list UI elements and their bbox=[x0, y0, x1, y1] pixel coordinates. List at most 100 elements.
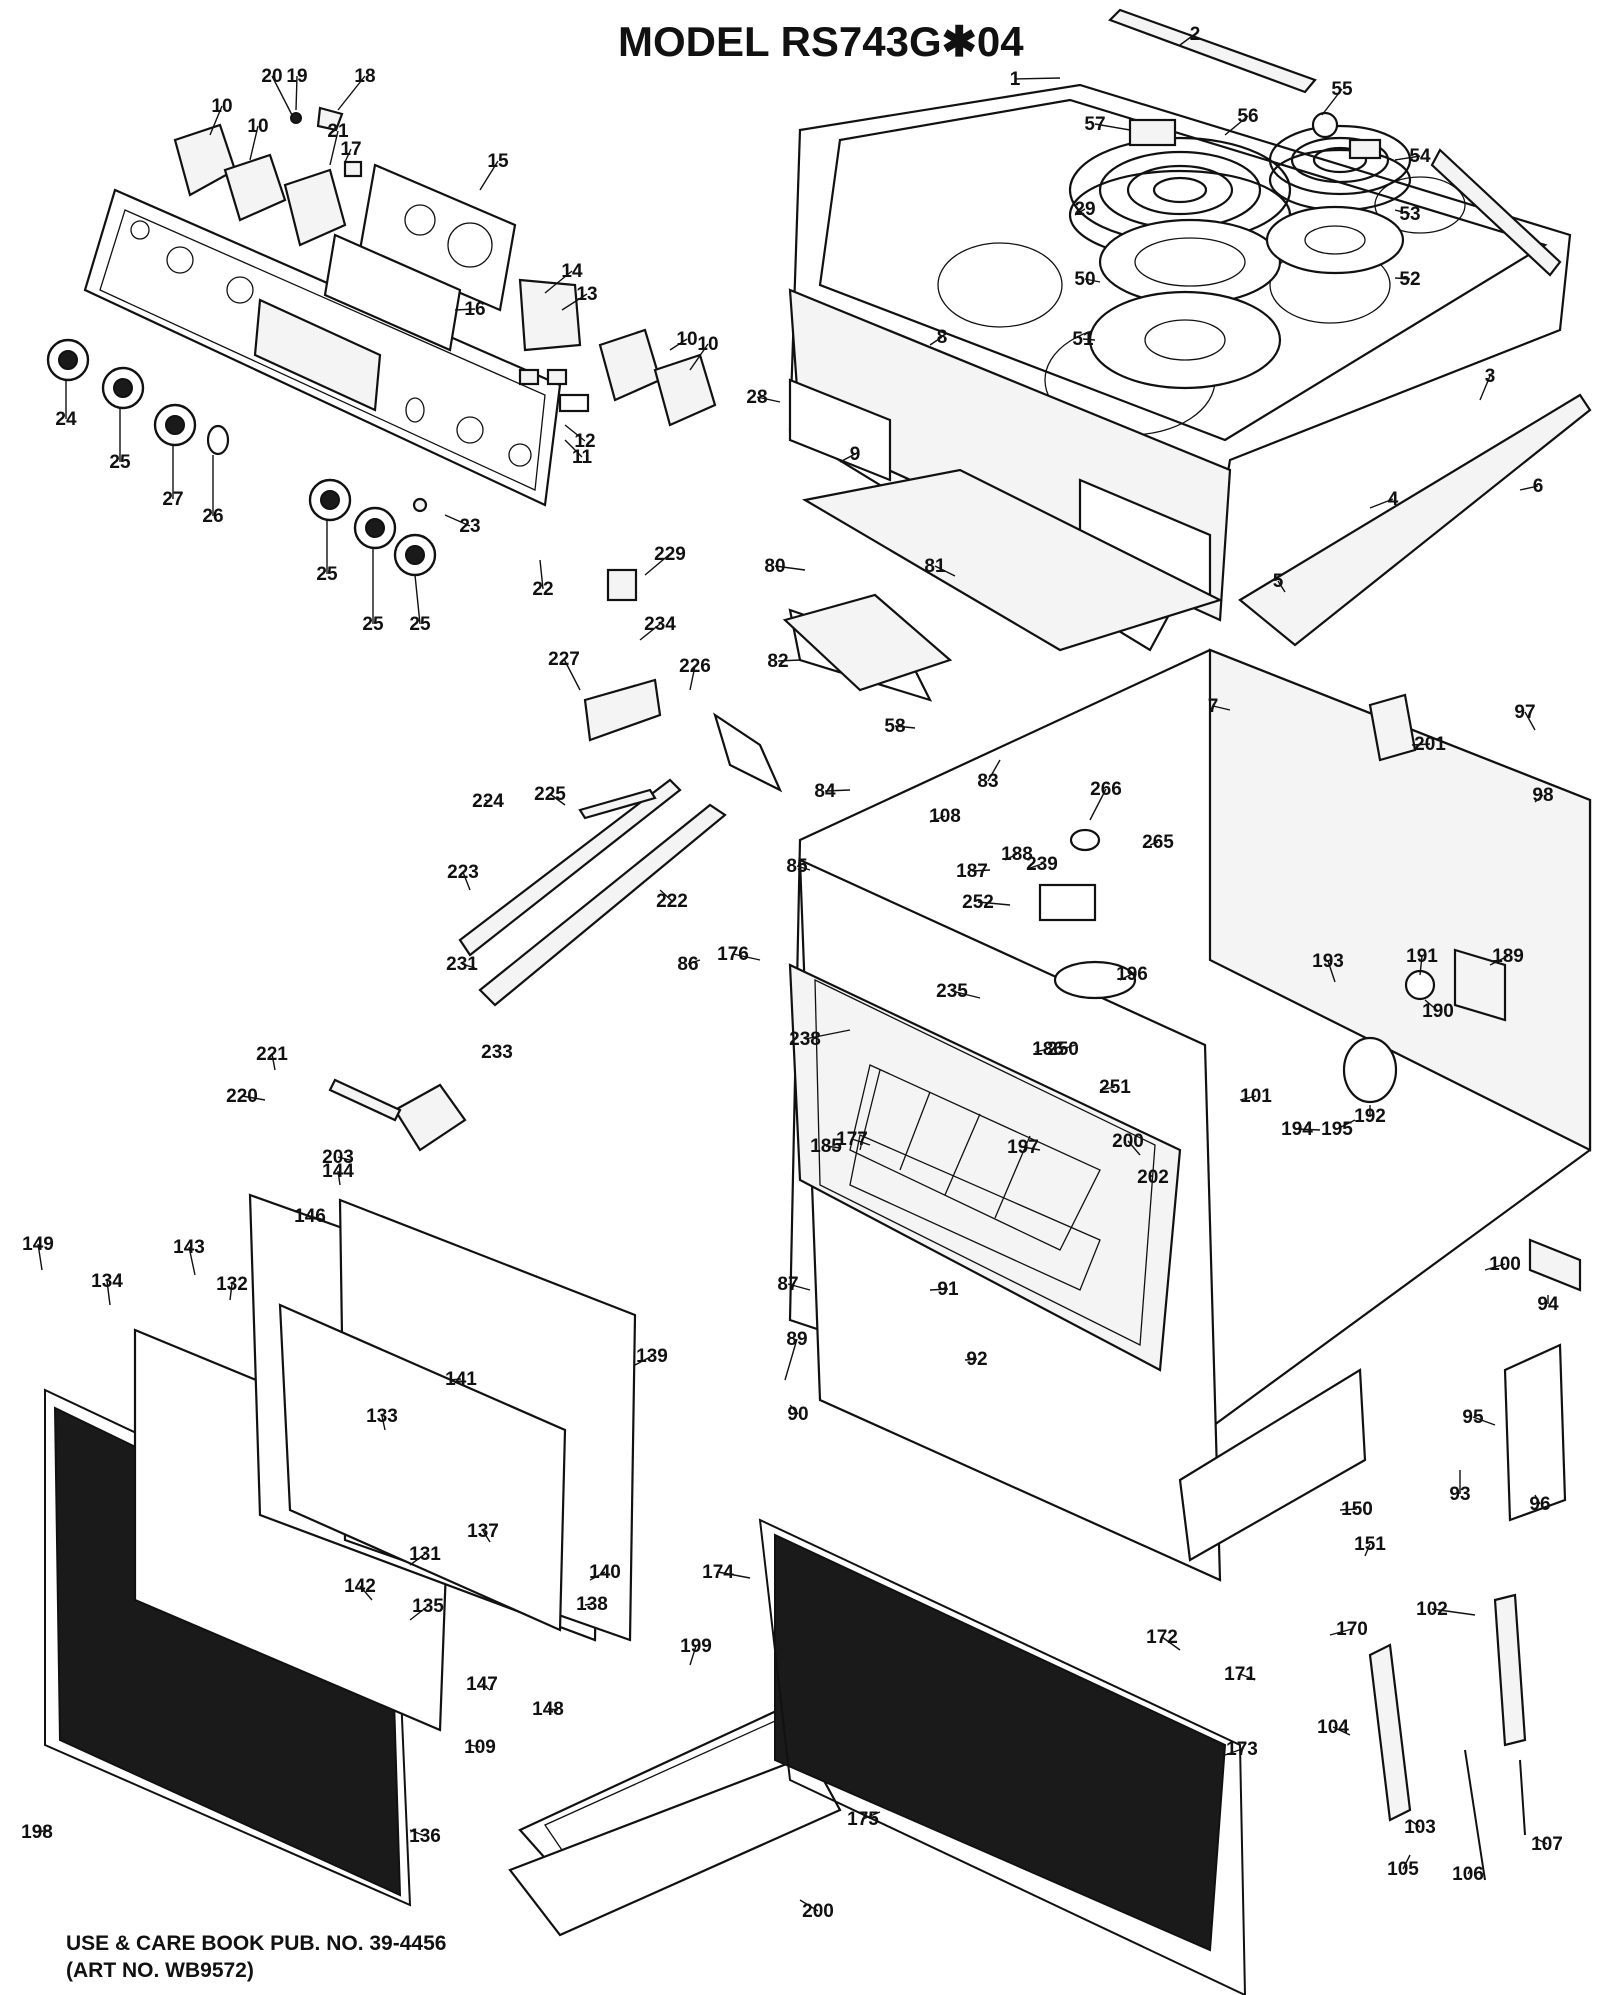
trim-strip-6 bbox=[1238, 393, 1592, 647]
callout-leader bbox=[1094, 123, 1131, 131]
callout-number: 175 bbox=[847, 1809, 879, 1830]
callout-number: 2 bbox=[1190, 24, 1201, 45]
oven-rack-broil-rack bbox=[849, 1064, 1101, 1291]
callout-number: 15 bbox=[487, 151, 509, 172]
callout-leader bbox=[1336, 1119, 1356, 1130]
callout-leader bbox=[756, 396, 781, 403]
callout-number: 93 bbox=[1449, 1484, 1470, 1505]
callout-leader bbox=[1411, 743, 1431, 746]
callout-number: 148 bbox=[532, 1699, 564, 1720]
callout-number: 189 bbox=[1492, 946, 1524, 967]
callout-leader bbox=[669, 338, 688, 351]
callout-leader bbox=[1332, 1726, 1351, 1736]
callout-leader bbox=[634, 1355, 653, 1366]
callout-number: 106 bbox=[1452, 1864, 1484, 1885]
callout-leader bbox=[564, 439, 583, 458]
callout-number: 139 bbox=[636, 1346, 668, 1367]
callout-leader bbox=[209, 105, 223, 136]
callout-number: 17 bbox=[340, 139, 361, 160]
callout-leader bbox=[249, 125, 259, 161]
callout-number: 107 bbox=[1531, 1834, 1563, 1855]
knob-27-pointer bbox=[206, 424, 230, 456]
callout-number: 133 bbox=[366, 1406, 398, 1427]
callout-leader bbox=[229, 1283, 233, 1301]
callout-number: 19 bbox=[286, 66, 307, 87]
callout-leader bbox=[359, 1585, 373, 1601]
callout-number: 201 bbox=[1414, 734, 1446, 755]
callout-leader bbox=[462, 871, 471, 891]
callout-number: 20 bbox=[261, 66, 282, 87]
knob-28 bbox=[153, 403, 197, 447]
callout-number: 10 bbox=[211, 96, 232, 117]
callout-leader bbox=[1327, 960, 1336, 983]
hinge-spring-108 bbox=[1519, 1759, 1526, 1836]
callout-number: 9 bbox=[850, 444, 861, 465]
callout-number: 239 bbox=[1026, 854, 1058, 875]
callout-leader bbox=[409, 1829, 426, 1837]
callout-leader bbox=[1339, 1508, 1358, 1511]
switch-231 bbox=[606, 568, 638, 602]
callout-number: 143 bbox=[173, 1237, 205, 1258]
callout-leader bbox=[589, 1571, 606, 1581]
door-hinge-106 bbox=[1368, 1643, 1412, 1822]
footer-use-care-book: USE & CARE BOOK PUB. NO. 39-4456 bbox=[66, 1932, 446, 1955]
callout-leader bbox=[1489, 955, 1509, 966]
callout-number: 220 bbox=[226, 1086, 258, 1107]
callout-leader bbox=[1329, 1628, 1353, 1636]
callout-number: 6 bbox=[1533, 476, 1544, 497]
callout-number: 199 bbox=[680, 1636, 712, 1657]
callout-leader bbox=[454, 308, 476, 311]
callout-leader bbox=[1099, 1086, 1116, 1091]
callout-number: 16 bbox=[464, 299, 485, 320]
callout-leader bbox=[1149, 841, 1159, 846]
callout-leader bbox=[563, 658, 581, 691]
callout-number: 135 bbox=[412, 1596, 444, 1617]
screw-24 bbox=[412, 497, 428, 513]
callout-number: 7 bbox=[1208, 696, 1219, 717]
callout-leader bbox=[481, 1683, 491, 1691]
callout-number: 97 bbox=[1514, 702, 1535, 723]
callout-number: 238 bbox=[789, 1029, 821, 1050]
callout-leader bbox=[1212, 705, 1231, 711]
callout-number: 197 bbox=[1007, 1137, 1039, 1158]
callout-number: 92 bbox=[966, 1349, 987, 1370]
callout-number: 103 bbox=[1404, 1817, 1436, 1838]
callout-leader bbox=[584, 1603, 593, 1606]
callout-leader bbox=[106, 1280, 111, 1306]
callout-leader bbox=[188, 1246, 196, 1276]
knob-25-a bbox=[46, 338, 90, 382]
callout-leader bbox=[1519, 485, 1539, 491]
callout-leader bbox=[547, 1708, 559, 1711]
callout-leader bbox=[1364, 1543, 1371, 1557]
door-glass-pack bbox=[278, 1303, 567, 1632]
callout-leader bbox=[1239, 1673, 1256, 1681]
drip-pan-small bbox=[1098, 218, 1282, 306]
callout-leader bbox=[482, 1530, 491, 1543]
callout-number: 192 bbox=[1354, 1106, 1386, 1127]
callout-leader bbox=[1277, 580, 1286, 593]
callout-leader bbox=[1161, 1636, 1181, 1651]
callout-number: 25 bbox=[316, 564, 338, 585]
callout-leader bbox=[1394, 209, 1411, 215]
callout-number: 149 bbox=[22, 1234, 54, 1255]
callout-number: 144 bbox=[322, 1161, 354, 1182]
callout-number: 227 bbox=[548, 649, 580, 670]
callout-number: 109 bbox=[464, 1737, 496, 1758]
callout-leader bbox=[381, 1415, 386, 1431]
callout-leader bbox=[271, 75, 293, 116]
callout-number: 95 bbox=[1462, 1407, 1484, 1428]
callout-number: 82 bbox=[767, 651, 788, 672]
hinge-spring-107 bbox=[1464, 1749, 1486, 1881]
callout-leader bbox=[461, 963, 476, 969]
callout-number: 266 bbox=[1090, 779, 1122, 800]
callout-leader bbox=[1467, 1869, 1471, 1875]
callout-number: 85 bbox=[786, 856, 808, 877]
callout-number: 80 bbox=[764, 556, 785, 577]
callout-number: 150 bbox=[1341, 1499, 1373, 1520]
bracket-239 bbox=[713, 712, 783, 793]
callout-leader bbox=[1224, 1748, 1243, 1756]
callout-number: 26 bbox=[202, 506, 223, 527]
callout-leader bbox=[789, 1404, 799, 1415]
knob-25-d bbox=[393, 533, 437, 577]
callout-number: 224 bbox=[472, 791, 504, 812]
